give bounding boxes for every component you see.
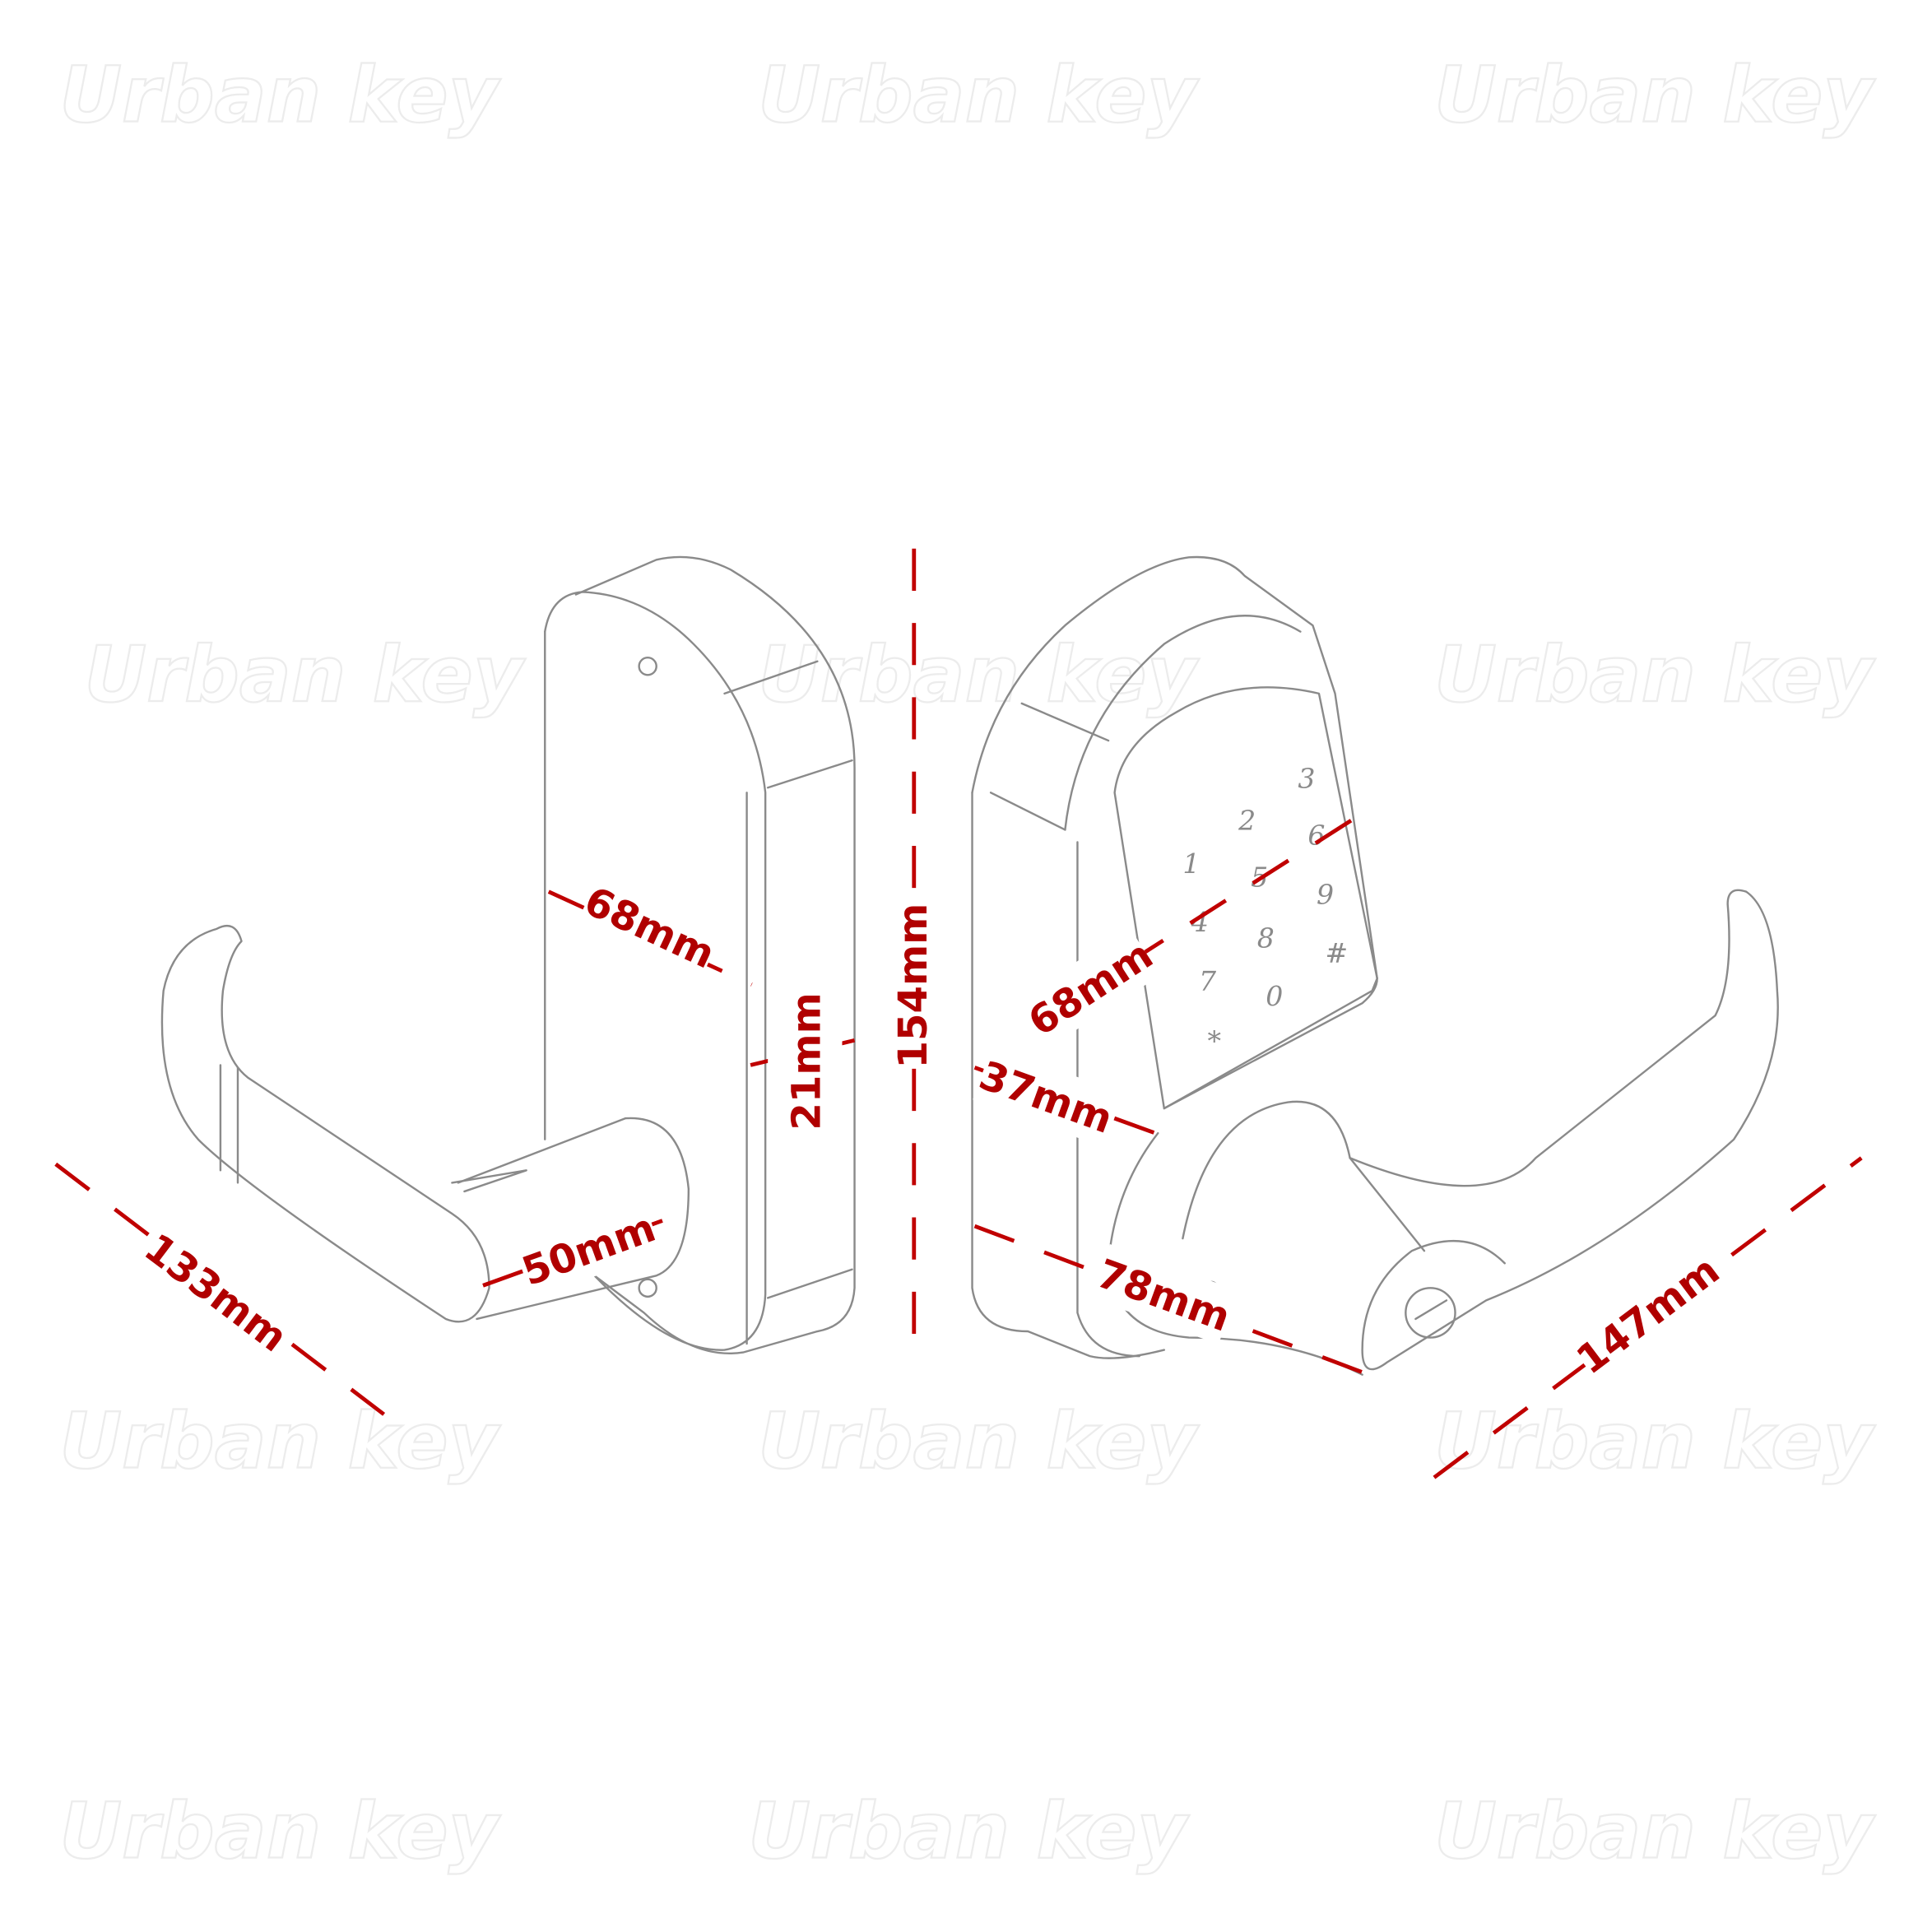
keypad-key[interactable]: 6 [1307, 819, 1325, 851]
watermark: Urban key [758, 1397, 1200, 1487]
keypad-key[interactable]: 3 [1298, 762, 1315, 794]
watermark: Urban key [84, 630, 526, 720]
watermark: Urban key [1434, 1397, 1876, 1487]
keypad-key[interactable]: 7 [1199, 965, 1217, 997]
watermark: Urban key [59, 1397, 501, 1487]
keypad-key[interactable]: 2 [1238, 804, 1256, 836]
left-lock-drawing [160, 555, 856, 1354]
watermark: Urban key [748, 1787, 1190, 1877]
key-cylinder [1405, 1287, 1456, 1339]
watermark: Urban key [59, 1787, 501, 1877]
dim-line-68mm-right [1064, 813, 1361, 1005]
label-handle-length-right: 147mm [1568, 1247, 1728, 1384]
label-handle-length-left: 133mm [136, 1225, 295, 1362]
watermark: Urban key [758, 630, 1200, 720]
keypad-key[interactable]: 0 [1266, 980, 1283, 1012]
watermark: Urban key [758, 51, 1200, 141]
dimension-labels: 68mm 21mm 50mm 133mm 154mm 68mm 37mm 78m… [135, 871, 1729, 1386]
watermarks: Urban key Urban key Urban key Urban key … [58, 49, 1877, 1877]
keypad-panel [1113, 686, 1378, 1110]
watermark: Urban key [1434, 630, 1876, 720]
keypad-key[interactable]: # [1325, 936, 1348, 968]
label-depth: 21mm [783, 992, 829, 1130]
label-height: 154mm [890, 903, 936, 1069]
watermark: Urban key [59, 51, 501, 141]
dim-line-147mm [1433, 1156, 1863, 1479]
keypad-key[interactable]: 8 [1257, 922, 1275, 954]
keypad-key[interactable]: 1 [1182, 848, 1200, 880]
label-plate-width: 68mm [578, 878, 722, 978]
keypad-keys: 1 2 3 4 5 6 7 8 9 * 0 # [1182, 762, 1348, 1057]
watermark: Urban key [1434, 51, 1876, 141]
keypad-key[interactable]: * [1208, 1024, 1222, 1057]
watermark: Urban key [1434, 1787, 1876, 1877]
right-lock-drawing: 1 2 3 4 5 6 7 8 9 * 0 # [971, 555, 1779, 1376]
keypad-key[interactable]: 9 [1317, 879, 1334, 911]
